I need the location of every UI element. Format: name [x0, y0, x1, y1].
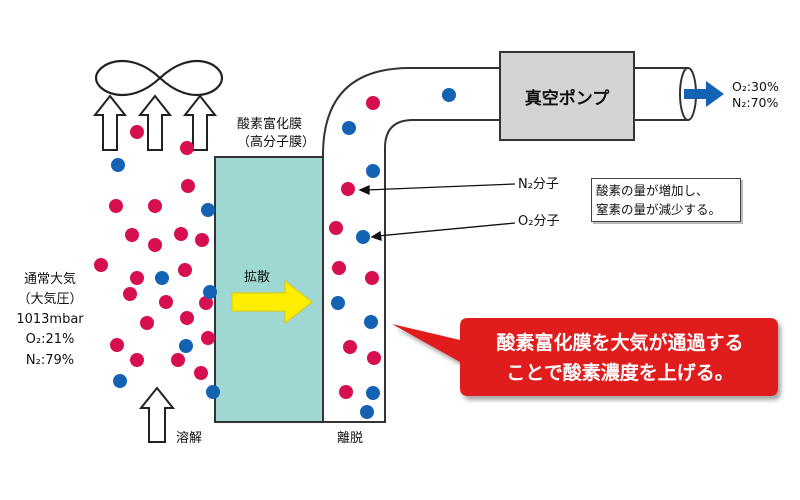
- n2-molecule: [195, 233, 209, 247]
- n2-molecule: [130, 125, 144, 139]
- o2-molecule: [356, 230, 370, 244]
- atmosphere-label: 通常大気 （大気圧） 1013mbar O₂:21% N₂:79%: [4, 270, 96, 371]
- n2-molecule: [94, 258, 108, 272]
- outlet-pipe: [634, 67, 688, 121]
- n2-molecule: [148, 238, 162, 252]
- n2-molecule: [109, 199, 123, 213]
- callout-bubble: [392, 318, 778, 396]
- molecules: [94, 88, 456, 419]
- fan-icon: [94, 59, 224, 97]
- callout-line2: ことで酸素濃度を上げる。: [506, 362, 734, 385]
- n2-molecule: [366, 96, 380, 110]
- o2-molecule: [364, 315, 378, 329]
- o2-pointer-line: [377, 222, 516, 237]
- callout-line1: 酸素富化膜を大気が通過する: [496, 332, 744, 354]
- atmosphere-line5: N₂:79%: [25, 352, 75, 368]
- o2-molecule: [201, 203, 215, 217]
- o2-pointer-head: [370, 230, 382, 241]
- n2-molecule: [123, 287, 137, 301]
- atmosphere-line2: （大気圧）: [17, 292, 83, 308]
- legend-pointers: [358, 183, 516, 241]
- n2-molecule: [140, 316, 154, 330]
- vacuum-pump-label: 真空ポンプ: [524, 88, 610, 109]
- o2-molecule: [442, 88, 456, 102]
- diffusion-arrow: [231, 279, 313, 325]
- n2-molecule: [201, 331, 215, 345]
- membrane-title: 酸素富化膜 （高分子膜）: [237, 116, 315, 151]
- membrane-block: [214, 156, 324, 423]
- output-arrow: [684, 81, 724, 107]
- o2-molecule: [360, 405, 374, 419]
- o2-molecule: [111, 158, 125, 172]
- n2-molecule: [365, 271, 379, 285]
- n2-molecule: [181, 179, 195, 193]
- n2-molecule: [174, 227, 188, 241]
- n2-molecule: [199, 296, 213, 310]
- o2-molecule: [342, 121, 356, 135]
- o2-molecule: [179, 339, 193, 353]
- membrane-title-line1: 酸素富化膜: [237, 117, 303, 132]
- atmosphere-line3: 1013mbar: [16, 312, 84, 328]
- airflow-arrow-1: [92, 94, 128, 151]
- n2-pointer-line: [365, 183, 516, 191]
- diffusion-label: 拡散: [244, 270, 271, 285]
- n2-molecule: [180, 141, 194, 155]
- n2-molecule: [159, 295, 173, 309]
- n2-molecule: [180, 311, 194, 325]
- n2-molecule: [332, 261, 346, 275]
- callout-text: 酸素富化膜を大気が通過する ことで酸素濃度を上げる。: [470, 328, 770, 389]
- n2-molecule: [339, 385, 353, 399]
- n2-molecule: [110, 338, 124, 352]
- n2-molecule: [130, 353, 144, 367]
- output-composition: O₂:30% N₂:70%: [732, 79, 779, 112]
- o2-molecule: [331, 296, 345, 310]
- vacuum-pump-box: [499, 51, 635, 141]
- n2-molecule: [171, 353, 185, 367]
- atmosphere-line1: 通常大気: [23, 272, 76, 287]
- note-line1: 酸素の量が増加し、: [596, 183, 709, 198]
- note-line2: 窒素の量が減少する。: [596, 201, 722, 217]
- output-o2: O₂:30%: [732, 79, 779, 94]
- o2-molecule: [203, 285, 217, 299]
- n2-molecule: [341, 182, 355, 196]
- o2-molecule: [206, 385, 220, 399]
- desorption-label: 離脱: [337, 431, 364, 446]
- airflow-in-arrow: [138, 386, 176, 443]
- duct-pipe: [322, 67, 501, 423]
- n2-molecule: [178, 263, 192, 277]
- note-box: 酸素の量が増加し、 窒素の量が減少する。: [591, 178, 741, 222]
- o2-legend-label: O₂分子: [518, 214, 560, 229]
- membrane-title-line2: （高分子膜）: [237, 134, 316, 150]
- dissolution-label: 溶解: [176, 431, 203, 446]
- airflow-arrow-2: [137, 94, 173, 151]
- n2-molecule: [329, 221, 343, 235]
- n2-molecule: [194, 366, 208, 380]
- o2-molecule: [366, 164, 380, 178]
- n2-molecule: [130, 271, 144, 285]
- o2-molecule: [155, 271, 169, 285]
- callout-shape: [392, 318, 778, 396]
- n2-molecule: [148, 199, 162, 213]
- n2-molecule: [343, 340, 357, 354]
- o2-molecule: [366, 386, 380, 400]
- o2-molecule: [113, 374, 127, 388]
- n2-molecule: [125, 228, 139, 242]
- airflow-arrow-3: [182, 94, 218, 151]
- n2-pointer-head: [358, 184, 370, 196]
- airflow-up-arrows: [92, 94, 218, 151]
- output-n2: N₂:70%: [732, 95, 779, 111]
- n2-molecule: [367, 351, 381, 365]
- atmosphere-line4: O₂:21%: [25, 332, 75, 348]
- n2-legend-label: N₂分子: [518, 177, 559, 192]
